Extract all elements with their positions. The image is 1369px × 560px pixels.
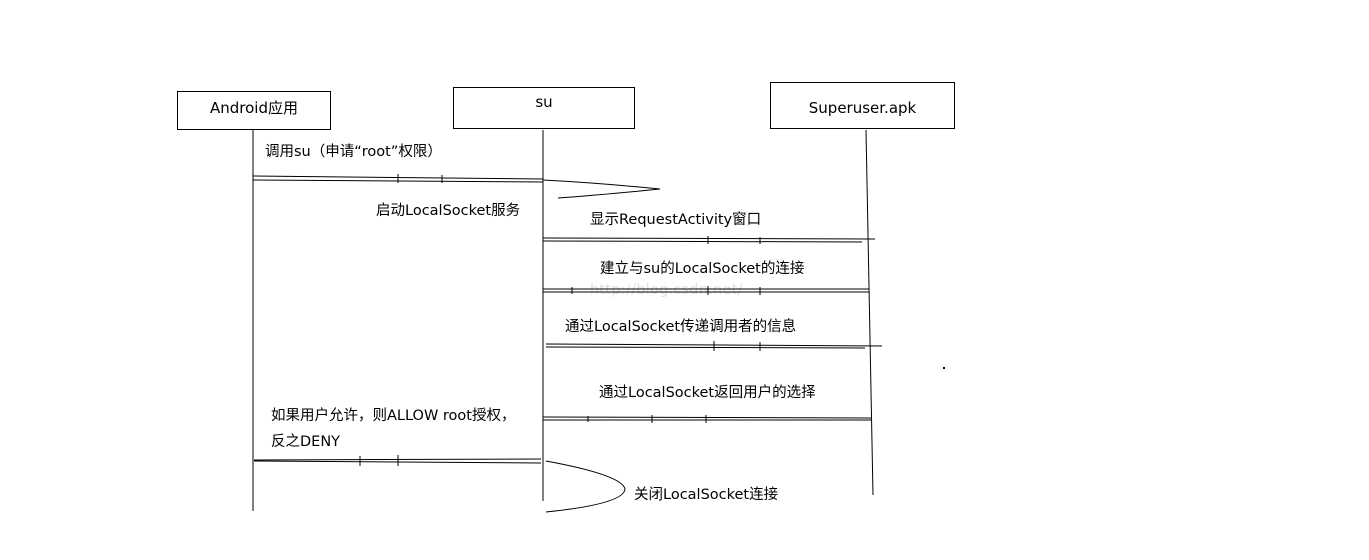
message-arrow-m3 — [542, 236, 876, 244]
message-label-m8: 关闭LocalSocket连接 — [634, 487, 779, 503]
actor-su: su — [453, 87, 635, 129]
message-label-m7-line1: 如果用户允许，则ALLOW root授权， — [271, 408, 516, 424]
message-label-m1: 调用su（申请“root”权限） — [265, 144, 442, 160]
actor-android-label: Android应用 — [210, 99, 298, 117]
message-arrow-m4 — [543, 286, 869, 295]
lifeline-superuser — [865, 129, 874, 496]
message-label-m5: 通过LocalSocket传递调用者的信息 — [565, 319, 797, 335]
self-call-m2 — [542, 179, 661, 199]
actor-superuser-label: Superuser.apk — [808, 99, 917, 117]
message-label-m3: 显示RequestActivity窗口 — [590, 212, 762, 228]
message-label-m6: 通过LocalSocket返回用户的选择 — [599, 385, 816, 401]
actor-android: Android应用 — [177, 91, 331, 130]
stray-dot — [943, 367, 945, 369]
message-label-m7-line2: 反之DENY — [271, 434, 341, 450]
message-arrow-m6 — [542, 415, 872, 423]
message-label-m2: 启动LocalSocket服务 — [376, 203, 521, 219]
message-label-m4: 建立与su的LocalSocket的连接 — [600, 261, 805, 277]
self-call-m8 — [545, 460, 626, 513]
actor-superuser: Superuser.apk — [770, 82, 955, 129]
watermark: http://blog.csdn.net/ — [590, 282, 743, 298]
message-arrow-m5 — [545, 341, 883, 351]
message-arrow-m1 — [252, 174, 544, 183]
actor-su-label: su — [535, 93, 553, 111]
message-arrow-m7 — [253, 455, 542, 466]
